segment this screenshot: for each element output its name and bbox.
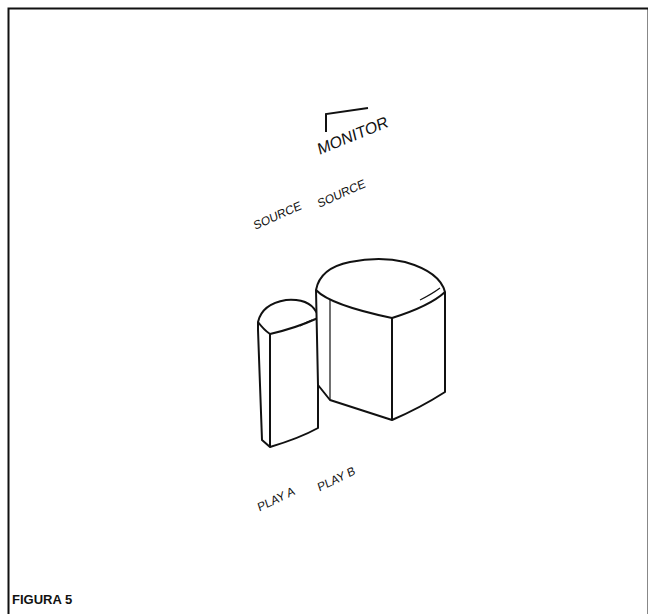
button-label: SOURCE: [316, 177, 366, 210]
figure-caption: FIGURA 5: [12, 592, 72, 607]
button-label: PLAY A: [256, 485, 296, 514]
button-label: PLAY B: [316, 464, 357, 493]
button-label: SOURCE: [252, 199, 302, 232]
push-button: [316, 259, 445, 420]
group-label: MONITOR: [316, 114, 390, 158]
push-button: [258, 300, 318, 447]
figure-frame: [9, 9, 648, 614]
